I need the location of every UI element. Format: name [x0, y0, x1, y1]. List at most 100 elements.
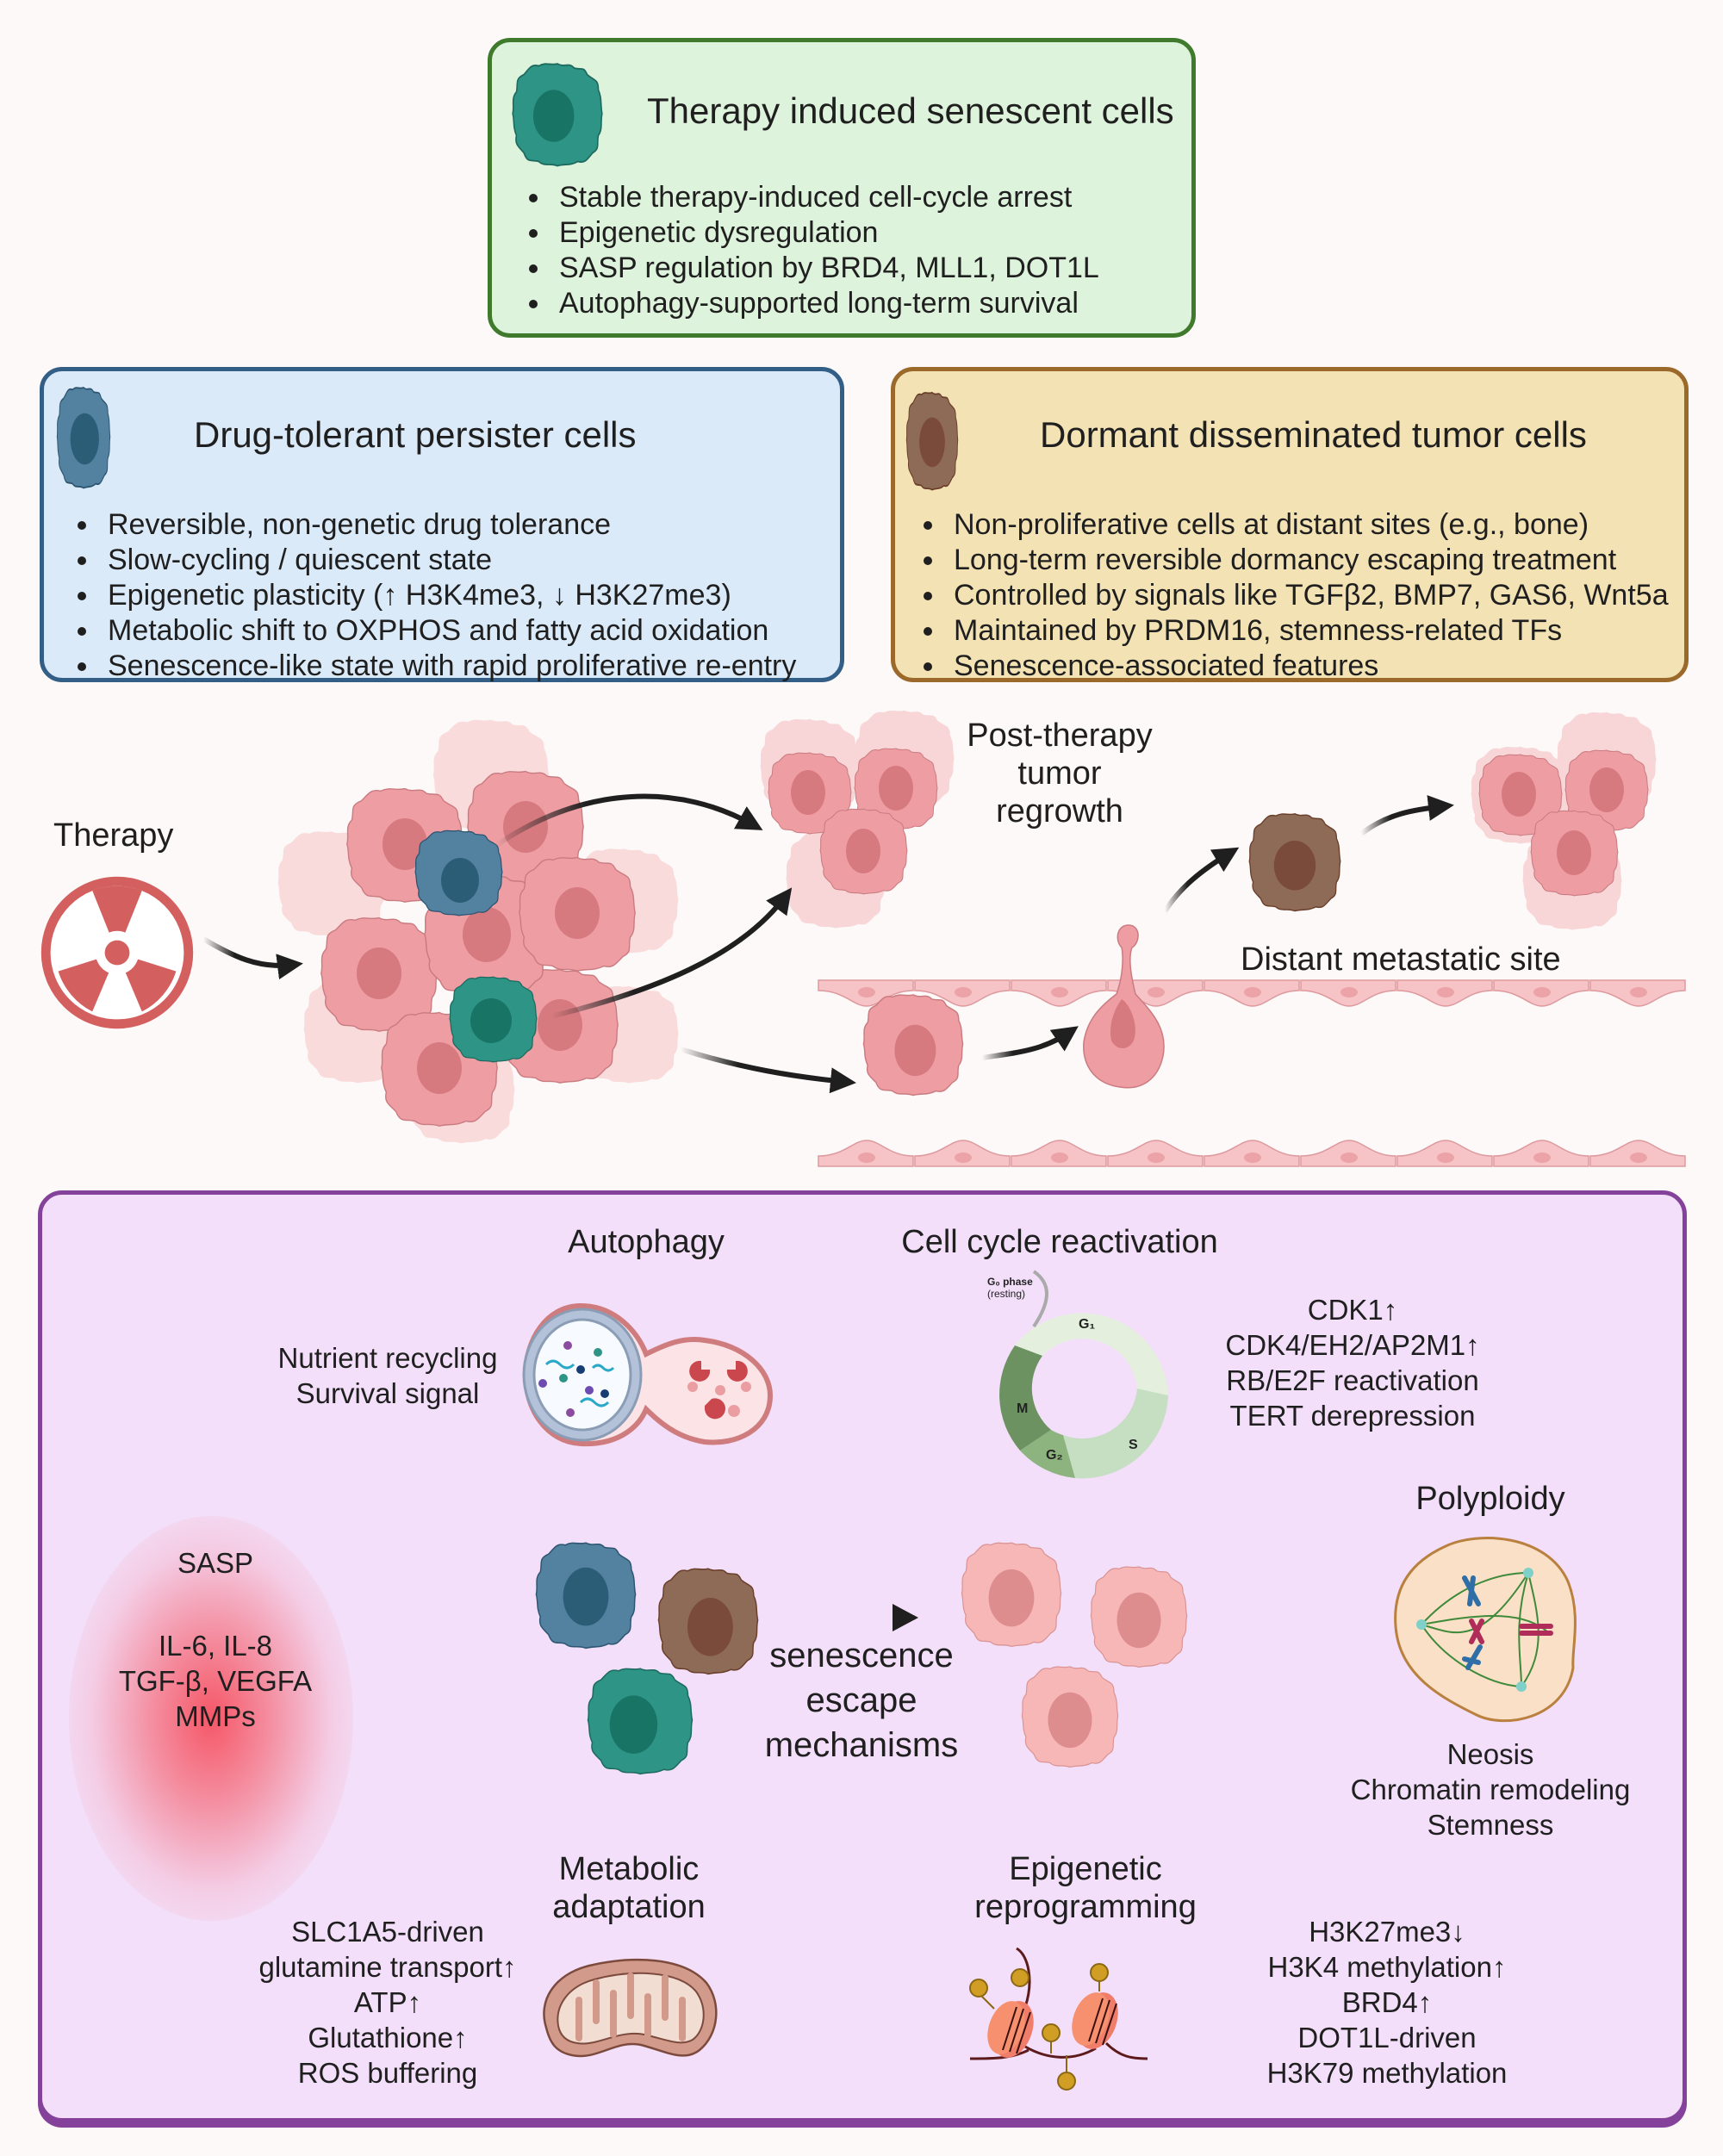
polyploidy-note: Chromatin remodeling: [1350, 1774, 1631, 1805]
endothelial-nucleus: [1437, 987, 1454, 997]
g0-resting-label: (resting): [987, 1288, 1025, 1300]
metabolic-title-line: Metabolic: [558, 1851, 700, 1887]
dormant-cell-center: [657, 1568, 759, 1675]
endothelial-nucleus: [1630, 1153, 1647, 1163]
metabolic-note: glutamine transport↑: [258, 1951, 517, 1983]
escaped-cell: [1090, 1566, 1188, 1668]
regrowth-label: Post-therapy tumor regrowth: [956, 717, 1163, 830]
dormant-cells-box: Dormant disseminated tumor cells Non-pro…: [891, 367, 1689, 682]
multipolar-spindle-icon: [1394, 1537, 1577, 1723]
persister-cells-box: Drug-tolerant persister cells Reversible…: [40, 367, 844, 682]
dormant-box-title: Dormant disseminated tumor cells: [1040, 414, 1587, 455]
sasp-note: TGF-β, VEGFA: [118, 1665, 313, 1697]
senescent-bullet-list: Stable therapy-induced cell-cycle arrest…: [514, 180, 1099, 321]
circulating-tumor-cell: [862, 994, 964, 1097]
polyploidy-notes: Neosis Chromatin remodeling Stemness: [1318, 1737, 1663, 1842]
endothelial-nucleus: [1244, 987, 1261, 997]
escape-mechanisms-label: senescence escape mechanisms: [750, 1633, 973, 1768]
senescent-cell-in-tumor: [449, 976, 538, 1063]
phase-label-s: S: [1129, 1438, 1138, 1452]
metabolic-title: Metabolic adaptation: [517, 1850, 741, 1926]
epigenetic-note: H3K79 methylation: [1266, 2057, 1508, 2089]
epigenetic-note: DOT1L-driven: [1297, 2022, 1477, 2053]
dormant-to-regrowth-arrow: [1359, 795, 1454, 836]
phase-label-g2: G₂: [1046, 1448, 1063, 1463]
metastatic-site-label: Distant metastatic site: [1241, 941, 1561, 978]
regrowth-tumor-cluster: [760, 710, 955, 929]
phase-label-g1: G₁: [1079, 1317, 1095, 1332]
bullet-item: Autophagy-supported long-term survival: [552, 286, 1099, 321]
cell-cycle-title: Cell cycle reactivation: [901, 1224, 1218, 1260]
circulation-to-extravasation-arrow: [981, 1026, 1079, 1060]
metabolic-note: ROS buffering: [297, 2057, 478, 2089]
bullet-item: Metabolic shift to OXPHOS and fatty acid…: [101, 613, 796, 649]
therapy-arrow: [202, 936, 303, 980]
therapy-label: Therapy: [53, 817, 174, 854]
epigenetic-note: H3K27me3↓: [1309, 1916, 1465, 1948]
bullet-item: Senescence-like state with rapid prolife…: [101, 649, 796, 684]
persister-to-regrowth-arrow: [494, 793, 763, 848]
bullet-item: Slow-cycling / quiescent state: [101, 543, 796, 578]
bullet-item: SASP regulation by BRD4, MLL1, DOT1L: [552, 251, 1099, 286]
cycle-phase-g1: [1015, 1313, 1168, 1395]
epigenetic-notes: H3K27me3↓ H3K4 methylation↑ BRD4↑ DOT1L-…: [1232, 1914, 1542, 2091]
endothelial-nucleus: [1051, 987, 1068, 997]
sasp-glow: [69, 1516, 353, 1921]
cycle-phase-m: [999, 1345, 1051, 1451]
dormant-bullet-list: Non-proliferative cells at distant sites…: [909, 507, 1669, 684]
primary-tumor-mass: [277, 719, 679, 1144]
regrowth-label-line: Post-therapy: [967, 718, 1153, 754]
endothelial-nucleus: [858, 987, 875, 997]
blood-vessel-wall-bottom: [818, 1140, 1686, 1167]
autolysosome-icon: [522, 1302, 774, 1447]
persister-cell-center: [535, 1542, 637, 1650]
epigenetic-title-line: Epigenetic: [1009, 1851, 1162, 1887]
escaped-cell: [961, 1542, 1062, 1648]
regrowth-label-line: tumor: [1017, 755, 1102, 792]
bullet-item: Long-term reversible dormancy escaping t…: [947, 543, 1669, 578]
cycle-phase-s: [1063, 1389, 1168, 1479]
extravasating-tumor-cell: [1083, 924, 1165, 1089]
bullet-item: Maintained by PRDM16, stemness-related T…: [947, 613, 1669, 649]
endothelial-nucleus: [955, 1153, 972, 1163]
mitochondrion-icon: [543, 1958, 718, 2058]
sasp-note: IL-6, IL-8: [158, 1630, 273, 1662]
cycle-phase-g2: [1020, 1430, 1075, 1478]
endothelial-nucleus: [1437, 1153, 1454, 1163]
metabolic-note: ATP↑: [353, 1986, 422, 2018]
senescent-cell-icon: [512, 63, 603, 167]
endothelial-nucleus: [1148, 1153, 1165, 1163]
bullet-item: Controlled by signals like TGFβ2, BMP7, …: [947, 578, 1669, 613]
cell-cycle-note: CDK1↑: [1307, 1294, 1398, 1326]
epigenetic-title: Epigenetic reprogramming: [956, 1850, 1215, 1926]
cell-cycle-diagram: G₀ phase (resting) G₁ S G₂ M: [987, 1270, 1168, 1479]
endothelial-nucleus: [1533, 987, 1551, 997]
polyploidy-note: Stemness: [1427, 1809, 1554, 1841]
endothelial-nucleus: [1630, 987, 1647, 997]
epigenetic-note: H3K4 methylation↑: [1267, 1951, 1507, 1983]
dormant-cell-at-site: [1248, 813, 1341, 912]
senescent-box-title: Therapy induced senescent cells: [647, 90, 1174, 131]
extravasation-to-dormant-arrow: [1162, 847, 1240, 913]
escape-label-line: mechanisms: [764, 1726, 959, 1764]
cell-cycle-note: CDK4/EH2/AP2M1↑: [1225, 1329, 1480, 1361]
persister-box-title: Drug-tolerant persister cells: [194, 414, 637, 455]
metastatic-tumor-cluster: [1471, 711, 1657, 930]
metabolic-note: Glutathione↑: [308, 2022, 468, 2053]
polyploidy-title: Polyploidy: [1415, 1481, 1565, 1517]
sasp-note: MMPs: [175, 1700, 256, 1732]
sasp-notes: IL-6, IL-8 TGF-β, VEGFA MMPs: [103, 1628, 327, 1734]
flow-arrows: [202, 793, 1454, 1094]
metabolic-title-line: adaptation: [552, 1889, 706, 1925]
senescent-cell-center: [587, 1668, 694, 1775]
polyploidy-note: Neosis: [1446, 1738, 1534, 1770]
persister-cell-icon: [56, 387, 111, 489]
endothelial-nucleus: [1533, 1153, 1551, 1163]
bullet-item: Stable therapy-induced cell-cycle arrest: [552, 180, 1099, 215]
bullet-item: Epigenetic plasticity (↑ H3K4me3, ↓ H3K2…: [101, 578, 796, 613]
bullet-item: Epigenetic dysregulation: [552, 215, 1099, 251]
persister-cell-in-tumor: [414, 829, 503, 916]
endothelial-nucleus: [1340, 1153, 1358, 1163]
nucleosome-chromatin-icon: [969, 1947, 1148, 2091]
epigenetic-title-line: reprogramming: [974, 1889, 1197, 1925]
